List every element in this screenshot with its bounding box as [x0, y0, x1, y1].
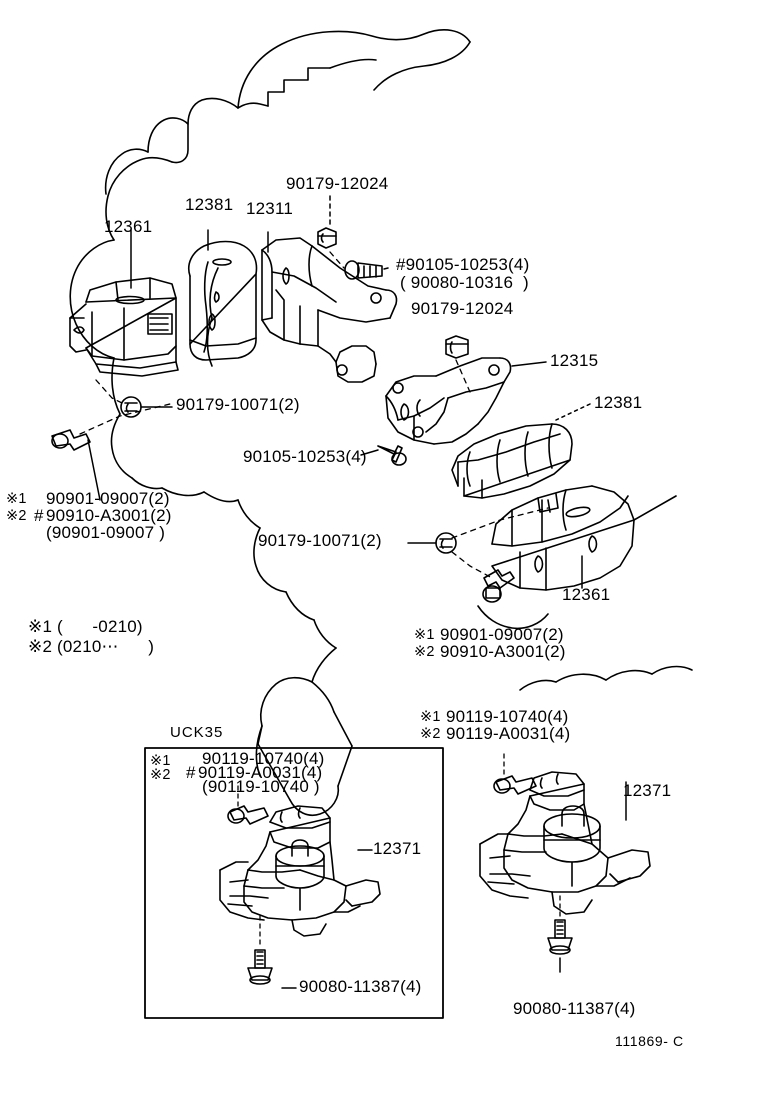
- part-12361-right: [491, 485, 677, 591]
- subbox-label-12371: 12371: [373, 839, 422, 858]
- part-12371-inbox: [219, 805, 381, 937]
- left-note-mark-2: ※2: [6, 508, 27, 524]
- label-90080-10316: ( 90080-10316 ): [400, 273, 529, 292]
- subbox-label-90080-11387: 90080-11387(4): [299, 977, 422, 996]
- right-sub-mark-1: ※1: [420, 709, 441, 725]
- nut-90179-12024-mid: [445, 335, 469, 359]
- left-note-text-1: 90901-09007(2): [46, 489, 170, 508]
- bolt-90901-09007-right: [482, 569, 515, 603]
- label-12315: 12315: [550, 351, 599, 370]
- part-12381-left: [188, 240, 258, 361]
- bolt-90119-right: [493, 775, 537, 795]
- part-12361-left: [69, 277, 179, 377]
- label-90179-12024-mid: 90179-12024: [411, 299, 514, 318]
- bolt-90080-11387-right: [547, 919, 573, 955]
- subbox-note-text-1: 90119-10740(4): [202, 749, 325, 768]
- label-90105-10253-top: #90105-10253(4): [396, 255, 530, 274]
- right-sub-label-90080-11387: 90080-11387(4): [513, 999, 636, 1018]
- date-note-block: ※1 ( -0210) ※2 (0210⋯ ): [28, 618, 154, 658]
- right-sub-text-1: 90119-10740(4): [446, 707, 569, 726]
- bolt-90119-inbox: [227, 805, 269, 825]
- label-12361-right: 12361: [562, 585, 611, 604]
- left-note-hash: #: [34, 506, 44, 525]
- right-note-text-1: 90901-09007(2): [440, 625, 564, 644]
- part-12381-right: [451, 423, 573, 499]
- body-outline-right: [477, 605, 693, 691]
- label-90179-10071-left: 90179-10071(2): [176, 395, 300, 414]
- right-sub-label-12371: 12371: [623, 781, 672, 800]
- right-note-text-2: 90910-A3001(2): [440, 642, 566, 661]
- subbox-note-text-3: (90119-10740 ): [202, 777, 320, 796]
- nut-90179-10071-left: [120, 396, 142, 418]
- bolt-90901-09007-left: [51, 429, 91, 451]
- right-sub-mark-2: ※2: [420, 726, 441, 742]
- date-note-line-2: ※2 (0210⋯ ): [28, 637, 155, 656]
- left-note-mark-1: ※1: [6, 491, 27, 507]
- nut-90179-10071-mid: [435, 532, 457, 554]
- nut-90179-12024-top: [317, 227, 337, 249]
- right-sub-text-2: 90119-A0031(4): [446, 724, 571, 743]
- label-90105-10253-mid: 90105-10253(4): [243, 447, 367, 466]
- label-90179-12024-top: 90179-12024: [286, 174, 389, 193]
- diagram-reference-code: 111869- C: [615, 1033, 684, 1049]
- right-note-mark-1: ※1: [414, 627, 435, 643]
- right-note-mark-2: ※2: [414, 644, 435, 660]
- engine-outline: [69, 29, 471, 649]
- subbox-note-mark-1: ※1: [150, 753, 171, 769]
- exhaust-tube-outline: [255, 647, 353, 816]
- part-12371-right: [479, 771, 651, 915]
- left-note-text-2: 90910-A3001(2): [46, 506, 172, 525]
- left-note-text-3: (90901-09007 ): [46, 523, 166, 542]
- label-12311: 12311: [246, 199, 294, 218]
- label-12381-top: 12381: [185, 195, 234, 214]
- label-12361-top: 12361: [104, 217, 153, 236]
- subbox-note-mark-2: ※2: [150, 767, 171, 783]
- date-note-line-1: ※1 ( -0210): [28, 617, 143, 636]
- part-12315-bracket: [385, 357, 512, 445]
- part-12311-bracket: [261, 237, 398, 383]
- bolt-90105-10253-mid: [377, 445, 407, 466]
- subbox-title: UCK35: [170, 724, 224, 741]
- subbox-note-text-2: 90119-A0031(4): [198, 763, 323, 782]
- label-90179-10071-mid: 90179-10071(2): [258, 531, 382, 550]
- subbox-note-hash: #: [186, 763, 196, 782]
- bolt-90080-11387-inbox: [247, 949, 273, 985]
- bolt-90105-10253-top: [344, 260, 383, 280]
- label-12381-right: 12381: [594, 393, 643, 412]
